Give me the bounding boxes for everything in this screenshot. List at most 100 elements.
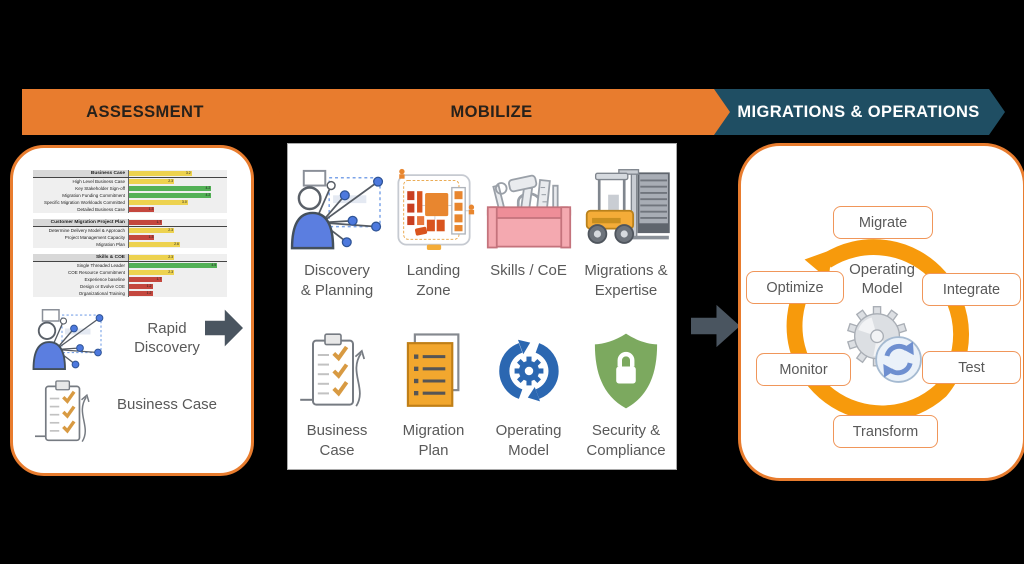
chart-bar: 2.3 [129, 179, 175, 184]
chart-bar-area: 1.3 [129, 234, 227, 241]
chart-row-label: Business Case [33, 170, 129, 177]
chart-bar-value: 2.3 [168, 228, 174, 232]
chart-row-label: Specific Migration Workloads Committed [33, 199, 129, 206]
item-label: Landing Zone [406, 262, 461, 299]
operations-panel: Operating Model [738, 143, 1024, 481]
chart-row-label: Migration Plan [33, 241, 129, 248]
chart-bar: 4.5 [129, 263, 218, 268]
forklift-rack-icon [576, 144, 676, 261]
chart-bar-area: 2.3 [129, 254, 227, 261]
chart-row: Organizational Training 1.2 [33, 290, 227, 297]
chart-bar-area: 1.7 [129, 276, 227, 283]
chart-bar-area: 2.3 [129, 269, 227, 276]
mobilize-item-skills-coe: Skills / CoE [481, 144, 576, 309]
chart-row-label: Key Stakeholder Sign-off [33, 185, 129, 192]
chart-bar-area: 3.2 [129, 170, 227, 177]
chart-bar-area: 2.6 [129, 241, 227, 248]
item-label: Operating Model [495, 422, 562, 459]
cycle-step-monitor: Monitor [756, 353, 851, 386]
item-label: Discovery & Planning [300, 262, 374, 299]
chart-bar-area: 1.2 [129, 290, 227, 297]
landing-zone-diagram-icon [393, 144, 475, 261]
chart-row: Experience baseline 1.7 [33, 276, 227, 283]
chart-row: Business Case 3.2 [33, 170, 227, 178]
shield-lock-icon [590, 309, 662, 421]
gear-sync-icon [843, 304, 929, 395]
chart-bar: 2.6 [129, 242, 180, 247]
chart-row-label: Experience baseline [33, 276, 129, 283]
item-label: Migration Plan [402, 422, 465, 459]
cycle-gear-icon [490, 309, 568, 421]
chart-row-label: Single Threaded Leader [33, 262, 129, 269]
cycle-step-test: Test [922, 351, 1021, 384]
chart-bar: 2.3 [129, 255, 175, 260]
chart-bar-area: 1.7 [129, 219, 227, 226]
chart-row: Determine Delivery Model & Approach 2.3 [33, 227, 227, 234]
chart-bar-area: 1.3 [129, 206, 227, 213]
chart-row: High Level Business Case 2.3 [33, 178, 227, 185]
chart-row-label: High Level Business Case [33, 178, 129, 185]
chart-row-label: Determine Delivery Model & Approach [33, 227, 129, 234]
chart-bar-value: 2.3 [168, 179, 174, 183]
chart-bar-value: 1.7 [156, 277, 162, 281]
mobilize-item-security-compliance: Security & Compliance [576, 309, 676, 469]
chart-bar: 1.2 [129, 284, 153, 289]
network-person-icon [288, 144, 386, 261]
chart-bar-area: 4.2 [129, 185, 227, 192]
chart-bar-area: 3.0 [129, 199, 227, 206]
chart-bar: 1.3 [129, 207, 155, 212]
chart-row-label: Detailed Business Case [33, 206, 129, 213]
chart-row-label: Organizational Training [33, 290, 129, 297]
mobilize-item-discovery-planning: Discovery & Planning [288, 144, 386, 309]
cycle-step-migrate: Migrate [833, 206, 933, 239]
chart-bar-value: 3.0 [181, 200, 187, 204]
chart-bar-value: 2.3 [168, 255, 174, 259]
chart-row-label: Design or Evolve COE [33, 283, 129, 290]
clipboard-checklist-icon [35, 376, 97, 453]
cycle-step-integrate: Integrate [922, 273, 1021, 306]
business-case-label: Business Case [116, 396, 218, 413]
chart-bar-value: 4.2 [205, 186, 211, 190]
clipboard-checklist-icon [300, 309, 374, 421]
item-label: Migrations & Expertise [584, 262, 668, 299]
documents-icon [400, 309, 468, 421]
mobilize-item-operating-model: Operating Model [481, 309, 576, 469]
chart-bar: 1.7 [129, 220, 163, 225]
right-arrow-icon [691, 304, 740, 348]
chart-row-label: Project Management Capacity [33, 234, 129, 241]
chart-bar: 3.0 [129, 200, 188, 205]
chart-bar-area: 4.2 [129, 192, 227, 199]
chart-bar-value: 3.2 [185, 171, 191, 175]
phase-banner-assessment: ASSESSMENT [22, 89, 280, 135]
mobilize-item-migration-plan: Migration Plan [386, 309, 481, 469]
chart-bar: 2.3 [129, 228, 175, 233]
chart-bar-value: 1.2 [146, 284, 152, 288]
mobilize-item-migrations-expertise: Migrations & Expertise [576, 144, 676, 309]
chart-row: Specific Migration Workloads Committed 3.… [33, 199, 227, 206]
phase-label: MIGRATIONS & OPERATIONS [737, 102, 980, 121]
mobilize-panel: Discovery & Planning [287, 143, 677, 470]
chart-bar-area: 1.2 [129, 283, 227, 290]
phase-label: ASSESSMENT [86, 102, 204, 121]
toolbox-icon [486, 144, 572, 261]
chart-bar: 3.2 [129, 171, 192, 176]
chart-row-label: Skills & COE [33, 254, 129, 261]
chart-bar: 4.2 [129, 186, 212, 191]
chart-bar-value: 1.3 [148, 207, 154, 211]
cycle-step-transform: Transform [833, 415, 938, 448]
item-label: Security & Compliance [586, 422, 666, 459]
chart-row: Key Stakeholder Sign-off 4.2 [33, 185, 227, 192]
operating-model-label: Operating Model [849, 261, 915, 297]
cycle-step-optimize: Optimize [746, 271, 844, 304]
phase-label: MOBILIZE [450, 102, 533, 121]
chart-bar-value: 4.5 [211, 263, 217, 267]
chart-row: Single Threaded Leader 4.5 [33, 262, 227, 269]
chart-row-label: COE Resource Commitment [33, 269, 129, 276]
chart-bar-value: 1.2 [146, 291, 152, 295]
